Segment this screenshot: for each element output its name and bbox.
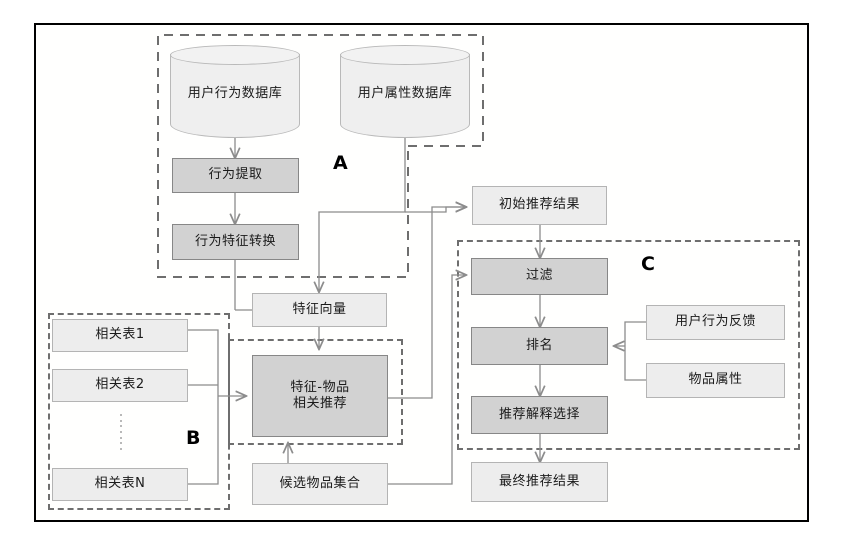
node-final-result[interactable]: 最终推荐结果 xyxy=(471,462,608,502)
node-item-attribute[interactable]: 物品属性 xyxy=(646,363,785,398)
node-relation-table-1[interactable]: 相关表1 xyxy=(52,319,188,352)
node-candidate-item-set[interactable]: 候选物品集合 xyxy=(252,463,388,505)
node-label: 物品属性 xyxy=(688,372,743,388)
group-label-b: B xyxy=(186,427,201,449)
node-filter[interactable]: 过滤 xyxy=(471,258,608,295)
node-label-line1: 特征-物品 xyxy=(290,379,350,395)
node-label: 过滤 xyxy=(525,268,553,284)
cylinder-body xyxy=(170,54,300,138)
node-label: 用户行为反馈 xyxy=(674,314,756,330)
node-relation-table-n[interactable]: 相关表N xyxy=(52,468,188,501)
node-label: 最终推荐结果 xyxy=(498,473,580,489)
node-label: 排名 xyxy=(525,337,553,353)
node-label: 相关表2 xyxy=(95,377,145,393)
node-behavior-feature-transform[interactable]: 行为特征转换 xyxy=(172,224,299,260)
node-label: 初始推荐结果 xyxy=(498,197,580,213)
node-behavior-extract[interactable]: 行为提取 xyxy=(172,158,299,193)
group-label-c: C xyxy=(641,253,655,275)
node-relation-table-2[interactable]: 相关表2 xyxy=(52,369,188,402)
node-feature-vector[interactable]: 特征向量 xyxy=(252,293,387,327)
group-label-a: A xyxy=(333,152,348,174)
node-initial-result[interactable]: 初始推荐结果 xyxy=(472,186,607,225)
ellipsis-vertical xyxy=(119,414,122,450)
node-label: 用户行为数据库 xyxy=(187,86,283,101)
node-user-behavior-feedback[interactable]: 用户行为反馈 xyxy=(646,305,785,340)
node-label-line2: 相关推荐 xyxy=(292,396,347,411)
node-label: 推荐解释选择 xyxy=(498,406,580,422)
cylinder-body xyxy=(340,54,470,138)
node-ranking[interactable]: 排名 xyxy=(471,327,608,365)
node-user-behavior-db[interactable]: 用户行为数据库 xyxy=(170,45,300,138)
node-label: 特征向量 xyxy=(292,301,347,317)
node-label: 行为特征转换 xyxy=(194,233,276,249)
node-label: 相关表N xyxy=(94,476,146,492)
cylinder-top xyxy=(170,45,300,65)
node-label: 相关表1 xyxy=(95,327,145,343)
node-label: 用户属性数据库 xyxy=(357,86,453,101)
node-feature-item-recommend[interactable]: 特征-物品 相关推荐 xyxy=(252,355,388,437)
node-user-attr-db[interactable]: 用户属性数据库 xyxy=(340,45,470,138)
node-label: 行为提取 xyxy=(208,167,263,183)
node-explain-select[interactable]: 推荐解释选择 xyxy=(471,396,608,434)
node-label: 候选物品集合 xyxy=(279,475,361,491)
cylinder-top xyxy=(340,45,470,65)
